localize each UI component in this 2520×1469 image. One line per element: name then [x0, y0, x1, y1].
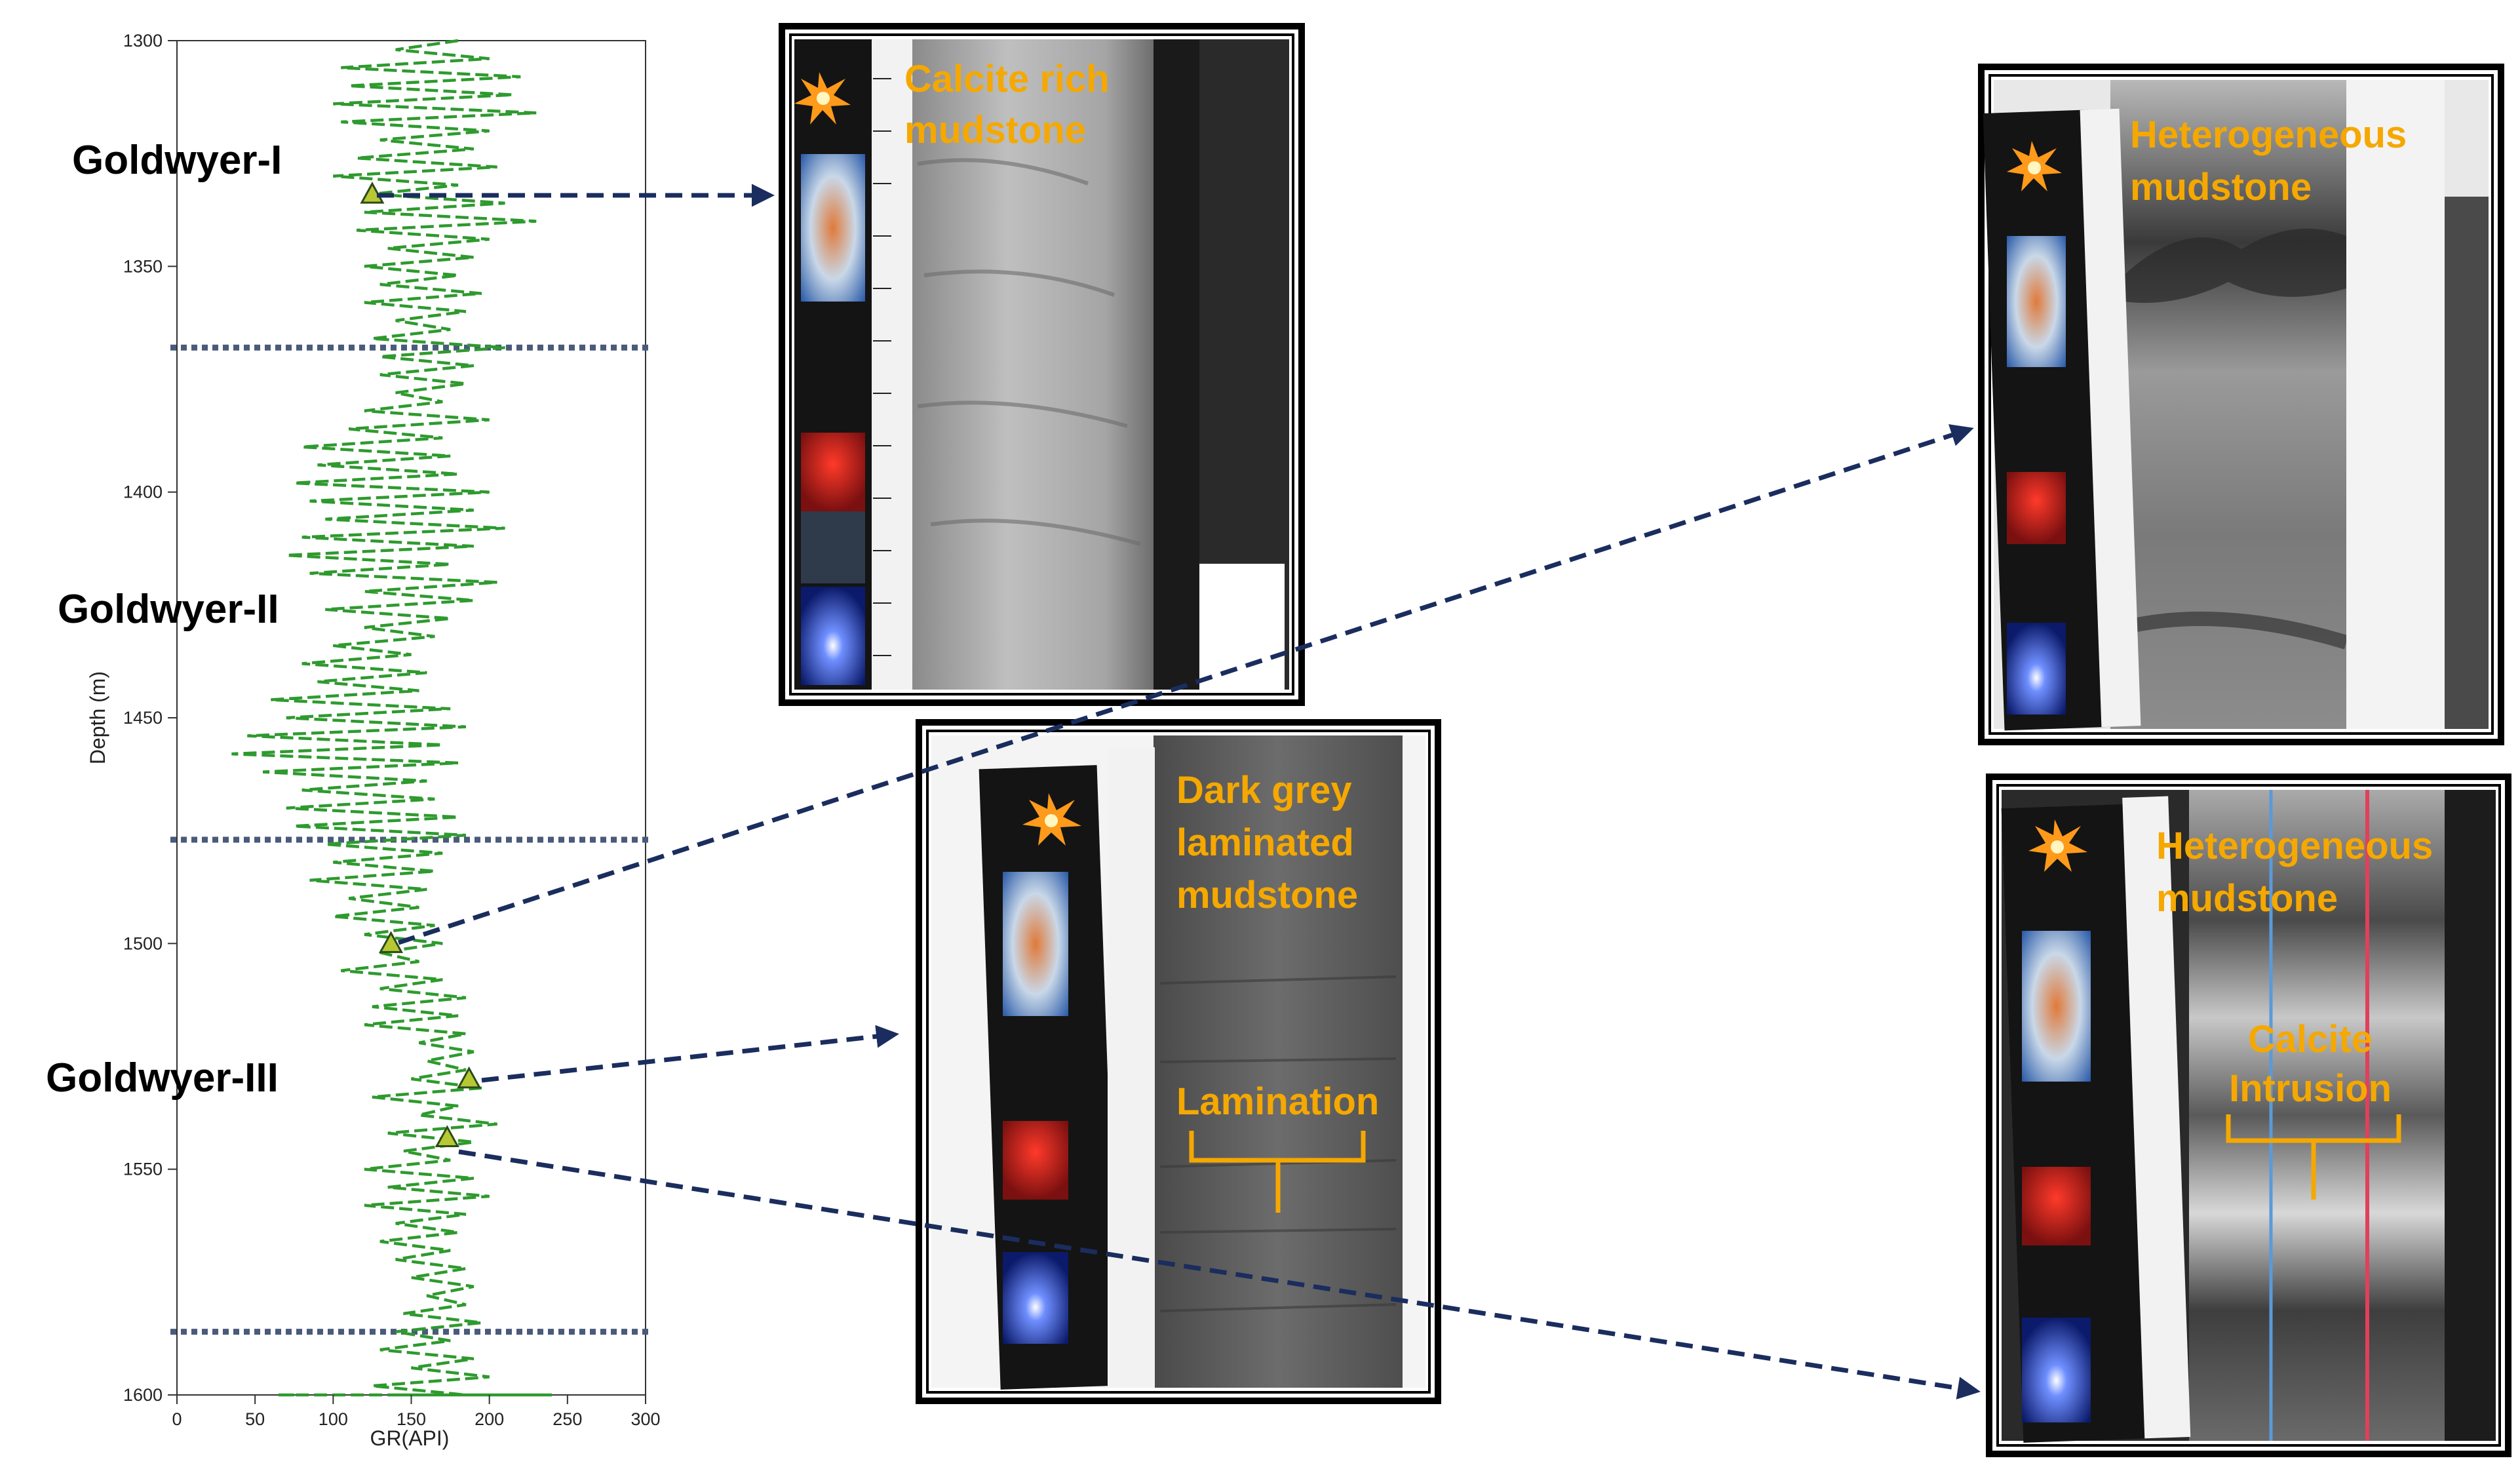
- core-3-label-line-2: laminated: [1176, 821, 1354, 864]
- red-nebula-image: [1003, 1121, 1068, 1200]
- core-photo-4: Heterogeneous mudstone Calcite Intrusion: [1986, 774, 2511, 1457]
- plot-area-frame: [176, 40, 646, 1396]
- x-tick-label: 150: [397, 1409, 426, 1429]
- calcite-intrusion-bracket: [2226, 1114, 2401, 1200]
- y-tick-label: 1500: [123, 933, 163, 953]
- core-2-label-line-2: mudstone: [2130, 166, 2312, 208]
- arrow-sample-2-to-core-2: [397, 424, 1974, 945]
- sample-marker-3: [457, 1066, 482, 1089]
- connector-arrows: [377, 184, 1981, 1400]
- star-field-image: [2007, 623, 2066, 715]
- core-4-label-line-2: mudstone: [2156, 877, 2338, 920]
- formation-label-goldwyer-2: Goldwyer-II: [58, 587, 279, 632]
- formation-label-goldwyer-3: Goldwyer-III: [46, 1055, 279, 1101]
- y-axis-ticks: 1300 1350 1400 1450 1500 1550 1600: [123, 31, 177, 1405]
- x-axis-ticks: 0 50 100 150 200 250 300: [172, 1395, 661, 1429]
- red-nebula-image: [801, 433, 865, 511]
- core-3-label-line-1: Dark grey: [1176, 769, 1352, 812]
- x-tick-label: 300: [630, 1409, 660, 1429]
- lamination-bracket: [1189, 1131, 1366, 1213]
- cmb-map-image: [801, 154, 865, 302]
- cmb-map-image: [2007, 236, 2066, 367]
- lamination-label: Lamination: [1176, 1080, 1379, 1123]
- red-nebula-image: [2007, 472, 2066, 544]
- core-4-label-line-1: Heterogeneous: [2156, 825, 2433, 867]
- star-field-image: [2022, 1318, 2091, 1422]
- core-1-label-line-2: mudstone: [904, 109, 1086, 151]
- y-tick-label: 1450: [123, 708, 163, 728]
- intrusion-label: Intrusion: [2229, 1067, 2392, 1110]
- cmb-map-image: [1003, 872, 1068, 1016]
- y-tick-label: 1400: [123, 482, 163, 502]
- calcite-label: Calcite: [2248, 1018, 2373, 1061]
- cmb-map-image: [2022, 931, 2091, 1082]
- x-tick-label: 200: [475, 1409, 504, 1429]
- sample-marker-4: [435, 1125, 459, 1147]
- core-1-label-line-1: Calcite rich: [904, 58, 1110, 100]
- x-tick-label: 250: [552, 1409, 582, 1429]
- star-field-image: [1003, 1252, 1068, 1344]
- x-tick-label: 100: [319, 1409, 348, 1429]
- x-axis-label: GR(API): [370, 1426, 450, 1450]
- y-axis-label: Depth (m): [86, 671, 109, 764]
- sample-marker-2: [378, 931, 404, 953]
- formation-label-goldwyer-1: Goldwyer-I: [72, 138, 282, 183]
- y-tick-label: 1600: [123, 1385, 163, 1405]
- x-tick-label: 50: [245, 1409, 265, 1429]
- y-tick-label: 1350: [123, 256, 163, 276]
- gr-curve: [231, 39, 552, 1397]
- sample-markers: [360, 182, 482, 1147]
- arrow-sample-4-to-core-4: [458, 1149, 1981, 1400]
- core-photo-2: Heterogeneous mudstone: [1978, 64, 2504, 745]
- core-3-label-line-3: mudstone: [1176, 874, 1358, 916]
- y-tick-label: 1550: [123, 1160, 163, 1179]
- formation-boundaries: [170, 344, 649, 1335]
- arrow-sample-3-to-core-3: [481, 1025, 899, 1083]
- y-tick-label: 1300: [123, 31, 163, 50]
- core-photo-3: Dark grey laminated mudstone Lamination: [916, 719, 1441, 1404]
- x-tick-label: 0: [172, 1409, 182, 1429]
- star-field-image: [801, 587, 865, 685]
- core-2-label-line-1: Heterogeneous: [2130, 113, 2407, 156]
- ruler-ticks-1: [873, 78, 891, 656]
- core-photo-1: Calcite rich mudstone: [779, 23, 1305, 706]
- red-nebula-image: [2022, 1167, 2091, 1245]
- dark-nebula-image: [801, 511, 865, 583]
